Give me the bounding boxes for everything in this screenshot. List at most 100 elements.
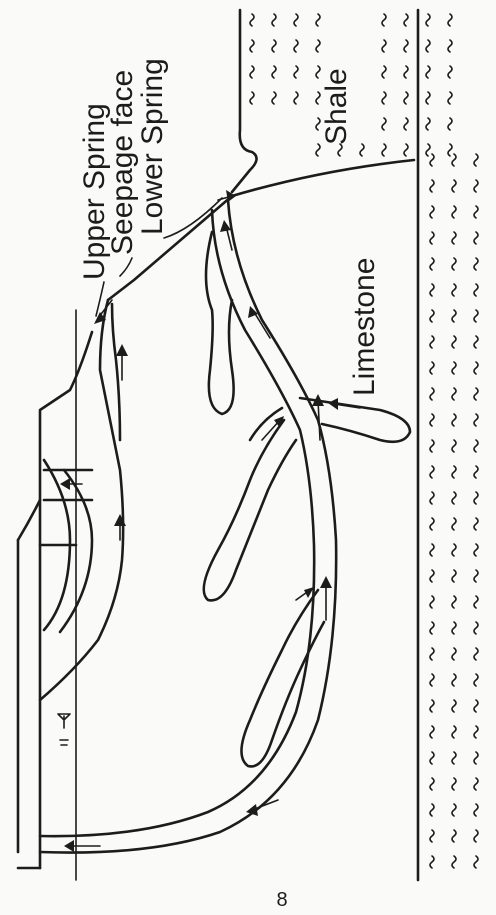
shale-hatch-mark	[430, 414, 434, 426]
shale-hatch-mark	[474, 752, 478, 764]
shale-hatch-mark	[452, 232, 456, 244]
shale-hatch-mark	[426, 92, 430, 104]
shale-hatch-mark	[474, 700, 478, 712]
shale-hatch-mark	[404, 118, 408, 130]
shale-hatch-mark	[448, 92, 452, 104]
shale-hatch-mark	[272, 40, 276, 52]
shale-hatch-mark	[452, 674, 456, 686]
shale-hatch-mark	[430, 752, 434, 764]
shale-hatch-mark	[452, 648, 456, 660]
shale-hatch-mark	[452, 206, 456, 218]
shale-hatch-mark	[452, 544, 456, 556]
shale-hatch-mark	[430, 648, 434, 660]
water-table-symbol	[58, 714, 70, 745]
shale-hatch-mark	[452, 180, 456, 192]
shale-hatch-mark	[474, 388, 478, 400]
shale-hatch-mark	[404, 40, 408, 52]
shale-hatch-mark	[452, 414, 456, 426]
shale-hatch-mark	[360, 144, 364, 156]
shale-hatch-mark	[430, 778, 434, 790]
shale-hatch-mark	[430, 466, 434, 478]
shale-hatch-mark	[430, 700, 434, 712]
shale-hatch-mark	[474, 830, 478, 842]
shale-hatch-mark	[474, 466, 478, 478]
shale-hatch-mark	[474, 206, 478, 218]
shale-hatch-mark	[452, 752, 456, 764]
shale-hatch-mark	[474, 336, 478, 348]
shale-hatch-mark	[448, 118, 452, 130]
shale-hatch-mark	[382, 144, 386, 156]
shale-hatch-mark	[430, 336, 434, 348]
upper-conduit-block	[18, 300, 123, 700]
shale-hatch-mark	[448, 40, 452, 52]
shale-hatch-mark	[430, 570, 434, 582]
shale-hatch-mark	[452, 778, 456, 790]
shale-hatch-mark	[404, 14, 408, 26]
shale-hatch-mark	[272, 92, 276, 104]
shale-hatch-mark	[474, 232, 478, 244]
shale-hatch-mark	[452, 856, 456, 868]
shale-hatch-mark	[382, 118, 386, 130]
shale-hatch-mark	[474, 440, 478, 452]
main-conduit	[18, 200, 336, 868]
shale-hatch-mark	[452, 622, 456, 634]
shale-hatch-mark	[448, 66, 452, 78]
shale-hatch-mark	[426, 40, 430, 52]
shale-hatch-mark	[474, 414, 478, 426]
shale-hatch-mark	[430, 492, 434, 504]
shale-hatch-mark	[430, 232, 434, 244]
label-seepage-face: Seepage face	[106, 70, 139, 255]
shale-hatch-mark	[474, 596, 478, 608]
shale-hatch-mark	[452, 700, 456, 712]
shale-hatch-mark	[448, 14, 452, 26]
shale-hatch-mark	[430, 622, 434, 634]
shale-hatch-mark	[452, 804, 456, 816]
shale-hatch-mark	[404, 92, 408, 104]
shale-hatch-mark	[430, 596, 434, 608]
shale-hatch-mark	[430, 856, 434, 868]
shale-hatch-mark	[294, 40, 298, 52]
shale-hatch-mark	[430, 804, 434, 816]
shale-hatch-mark	[272, 14, 276, 26]
label-lower-spring: Lower Spring	[136, 58, 169, 235]
shale-hatch-mark	[452, 154, 456, 166]
shale-hatch-mark	[474, 284, 478, 296]
label-shale: Shale	[320, 68, 353, 145]
shale-hatch-mark	[430, 388, 434, 400]
shale-hatch-mark	[474, 726, 478, 738]
shale-hatch-mark	[250, 40, 254, 52]
shale-hatch-mark	[452, 440, 456, 452]
shale-hatch-mark	[430, 830, 434, 842]
shale-hatch-mark	[382, 92, 386, 104]
shale-hatch-mark	[316, 14, 320, 26]
shale-hatch-mark	[430, 440, 434, 452]
shale-hatch-mark	[430, 544, 434, 556]
shale-hatch-mark	[430, 518, 434, 530]
shale-hatch-mark	[452, 830, 456, 842]
shale-hatch-mark	[430, 726, 434, 738]
shale-hatch-mark	[426, 144, 430, 156]
shale-hatch-mark	[426, 66, 430, 78]
shale-hatch-mark	[426, 14, 430, 26]
page-number: 8	[276, 889, 287, 911]
shale-hatch-mark	[430, 284, 434, 296]
shale-hatch-mark	[430, 674, 434, 686]
shale-hatch-mark	[474, 362, 478, 374]
shale-hatch-mark	[382, 40, 386, 52]
shale-hatch-mark	[474, 622, 478, 634]
shale-hatch-mark	[474, 648, 478, 660]
shale-hatch-mark	[452, 570, 456, 582]
shale-hatch-mark	[474, 492, 478, 504]
shale-hatch-mark	[448, 144, 452, 156]
shale-hatch-mark	[474, 856, 478, 868]
shale-hatch-mark	[474, 778, 478, 790]
shale-hatch-mark	[474, 518, 478, 530]
shale-hatch-mark	[404, 144, 408, 156]
shale-hatch-mark	[430, 362, 434, 374]
shale-hatch-mark	[452, 362, 456, 374]
shale-hatch-mark	[452, 518, 456, 530]
shale-hatch-mark	[452, 388, 456, 400]
label-limestone: Limestone	[348, 258, 381, 396]
shale-hatch-mark	[316, 40, 320, 52]
